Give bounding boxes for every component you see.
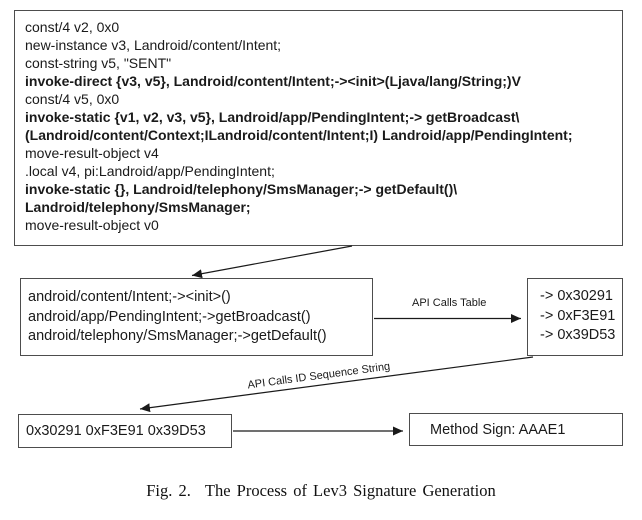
figure-caption-text: The Process of Lev3 Signature Generation bbox=[204, 481, 496, 500]
smali-code-box: const/4 v2, 0x0 new-instance v3, Landroi… bbox=[14, 10, 623, 246]
api-call-line: android/app/PendingIntent;->getBroadcast… bbox=[28, 308, 311, 325]
smali-line: invoke-direct {v3, v5}, Landroid/content… bbox=[25, 73, 521, 89]
id-sequence-string-box: 0x30291 0xF3E91 0x39D53 bbox=[18, 414, 232, 448]
smali-line: Landroid/telephony/SmsManager; bbox=[25, 199, 251, 215]
arrow-ids-to-sequence bbox=[139, 356, 534, 413]
api-call-line: android/telephony/SmsManager;->getDefaul… bbox=[28, 328, 327, 344]
figure-caption-label: Fig. 2. bbox=[146, 481, 191, 500]
smali-line: move-result-object v4 bbox=[25, 145, 159, 161]
smali-line: const-string v5, "SENT" bbox=[25, 55, 172, 71]
api-calls-box: android/content/Intent;-><init>() androi… bbox=[20, 278, 373, 356]
api-id-line: -> 0x39D53 bbox=[540, 327, 616, 343]
smali-line: const/4 v5, 0x0 bbox=[25, 91, 120, 107]
id-sequence-text: 0x30291 0xF3E91 0x39D53 bbox=[26, 423, 206, 439]
api-calls-table-label: API Calls Table bbox=[412, 297, 487, 309]
smali-line: move-result-object v0 bbox=[25, 217, 159, 233]
api-calls-id-sequence-label: API Calls ID Sequence String bbox=[246, 360, 391, 392]
api-id-line: -> 0xF3E91 bbox=[540, 307, 616, 324]
smali-line: invoke-static {}, Landroid/telephony/Sms… bbox=[25, 181, 458, 197]
api-id-line: -> 0x30291 bbox=[540, 288, 613, 304]
api-call-line: android/content/Intent;-><init>() bbox=[28, 289, 231, 305]
smali-line: invoke-static {v1, v2, v3, v5}, Landroid… bbox=[25, 109, 520, 125]
method-sign-box: Method Sign: AAAE1 bbox=[409, 413, 623, 446]
smali-line: const/4 v2, 0x0 bbox=[25, 19, 120, 35]
api-call-ids-box: -> 0x30291 -> 0xF3E91 -> 0x39D53 bbox=[527, 278, 623, 356]
smali-line: new-instance v3, Landroid/content/Intent… bbox=[25, 37, 282, 53]
figure-caption: Fig. 2. The Process of Lev3 Signature Gen… bbox=[0, 481, 642, 501]
smali-line: (Landroid/content/Context;ILandroid/cont… bbox=[25, 127, 573, 143]
arrow-smali-to-api-calls bbox=[191, 245, 353, 279]
method-sign-text: Method Sign: AAAE1 bbox=[430, 421, 566, 438]
smali-line: .local v4, pi:Landroid/app/PendingIntent… bbox=[25, 163, 275, 179]
